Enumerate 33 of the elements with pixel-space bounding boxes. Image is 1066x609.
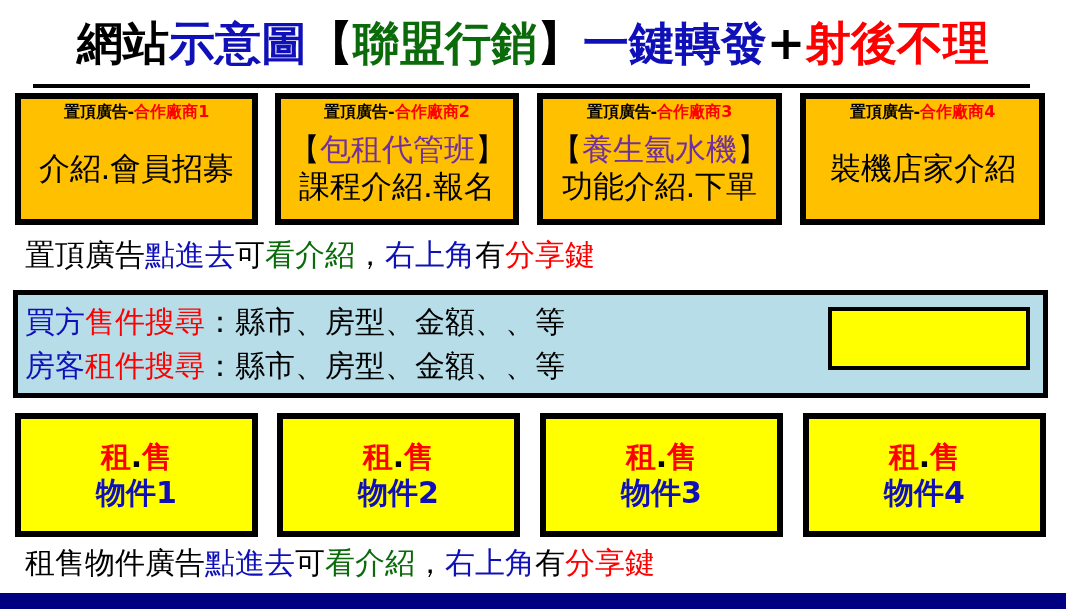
listing-type: 租.售	[362, 439, 435, 475]
ad-title: 【養生氫水機】	[551, 130, 768, 169]
note-text: 置頂廣告點進去可看介紹，右上角有分享鍵	[25, 237, 595, 273]
search-panel	[13, 290, 1048, 398]
listing-type: 租.售	[100, 439, 173, 475]
listing-card	[277, 413, 520, 537]
button	[828, 307, 1030, 370]
listing-name: 物件2	[358, 475, 439, 511]
listing-name: 物件3	[621, 475, 702, 511]
listing-name: 物件1	[96, 475, 177, 511]
ad-card	[537, 93, 782, 225]
listing-name: 物件4	[884, 475, 965, 511]
ad-card	[800, 93, 1045, 225]
ad-heading: 置頂廣告-合作廠商2	[324, 102, 470, 122]
listing-type: 租.售	[625, 439, 698, 475]
ad-heading: 置頂廣告-合作廠商3	[586, 102, 733, 122]
search-criteria: 買方售件搜尋：縣市、房型、金額、、等	[25, 304, 565, 340]
ad-card	[275, 93, 519, 225]
ad-description: 介紹.會員招募	[38, 149, 235, 187]
note-text: 租售物件廣告點進去可看介紹，右上角有分享鍵	[25, 545, 655, 581]
listing-card	[540, 413, 783, 537]
ad-description: 課程介紹.報名	[299, 168, 495, 206]
ad-description: 功能介紹.下單	[561, 168, 758, 206]
ad-card	[15, 93, 258, 225]
ad-heading: 置頂廣告-合作廠商1	[63, 102, 210, 122]
search-criteria: 房客租件搜尋：縣市、房型、金額、、等	[25, 348, 565, 384]
ad-title: 【包租代管班】	[288, 130, 506, 169]
listing-type: 租.售	[888, 439, 961, 475]
ad-description: 裝機店家介紹	[829, 149, 1016, 187]
listing-card	[15, 413, 258, 537]
page-title: 網站示意圖【聯盟行銷】一鍵轉發+射後不理	[76, 16, 990, 72]
listing-card	[803, 413, 1046, 537]
ad-heading: 置頂廣告-合作廠商4	[849, 102, 996, 122]
